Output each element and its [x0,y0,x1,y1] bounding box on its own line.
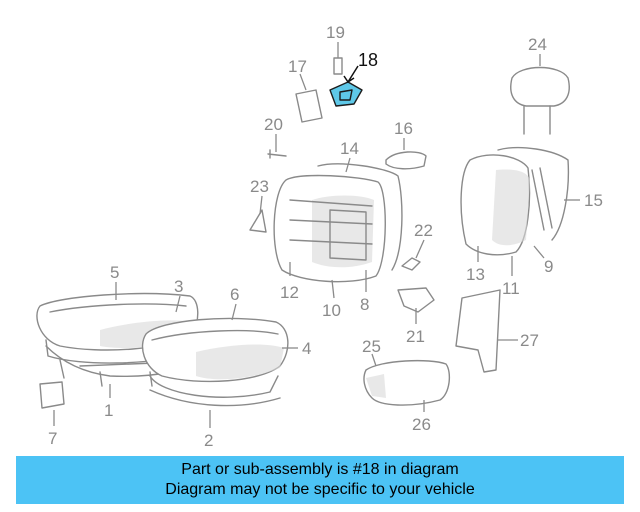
seat-cushion-right [141,317,289,407]
part-23 [249,209,267,233]
seat-back-left [273,163,403,283]
callout-24: 24 [528,35,547,54]
part-27-panel [455,289,501,373]
part-18-highlighted [329,81,363,107]
callout-5: 5 [110,263,119,282]
part-21 [397,287,435,313]
part-25-armrest [363,359,451,406]
callout-numbers: 1 2 3 4 5 6 7 8 9 10 11 12 13 14 15 16 1… [48,23,603,450]
callout-9: 9 [544,257,553,276]
callout-12: 12 [280,283,299,302]
callout-3: 3 [174,277,183,296]
callout-10: 10 [322,301,341,320]
callout-1: 1 [104,401,113,420]
callout-4: 4 [302,339,311,358]
part-20-bolt [267,149,287,159]
banner-line-part: Part or sub-assembly is #18 in diagram [181,461,459,478]
part-7-bracket [39,381,65,409]
part-19-pin [333,57,343,75]
part-22 [401,257,421,271]
parts-diagram: 1 2 3 4 5 6 7 8 9 10 11 12 13 14 15 16 1… [36,23,603,450]
callout-19: 19 [326,23,345,42]
callout-2: 2 [204,431,213,450]
callout-17: 17 [288,57,307,76]
callout-18: 18 [358,50,378,70]
banner-line-disclaimer: Diagram may not be specific to your vehi… [165,481,475,498]
info-banner: Part or sub-assembly is #18 in diagram D… [16,456,624,504]
part-16 [385,151,427,170]
part-17 [295,89,323,123]
callout-22: 22 [414,221,433,240]
callout-16: 16 [394,119,413,138]
callout-20: 20 [264,115,283,134]
callout-14: 14 [340,139,359,158]
callout-25: 25 [362,337,381,356]
callout-6: 6 [230,285,239,304]
part-24-headrest [510,66,570,135]
callout-26: 26 [412,415,431,434]
callout-11: 11 [502,279,520,298]
callout-13: 13 [466,265,485,284]
callout-lines [53,42,580,428]
callout-7: 7 [48,429,57,448]
callout-8: 8 [360,295,369,314]
callout-23: 23 [250,177,269,196]
seat-back-right [460,146,570,256]
callout-15: 15 [584,191,603,210]
callout-27: 27 [520,331,539,350]
callout-21: 21 [406,327,425,346]
